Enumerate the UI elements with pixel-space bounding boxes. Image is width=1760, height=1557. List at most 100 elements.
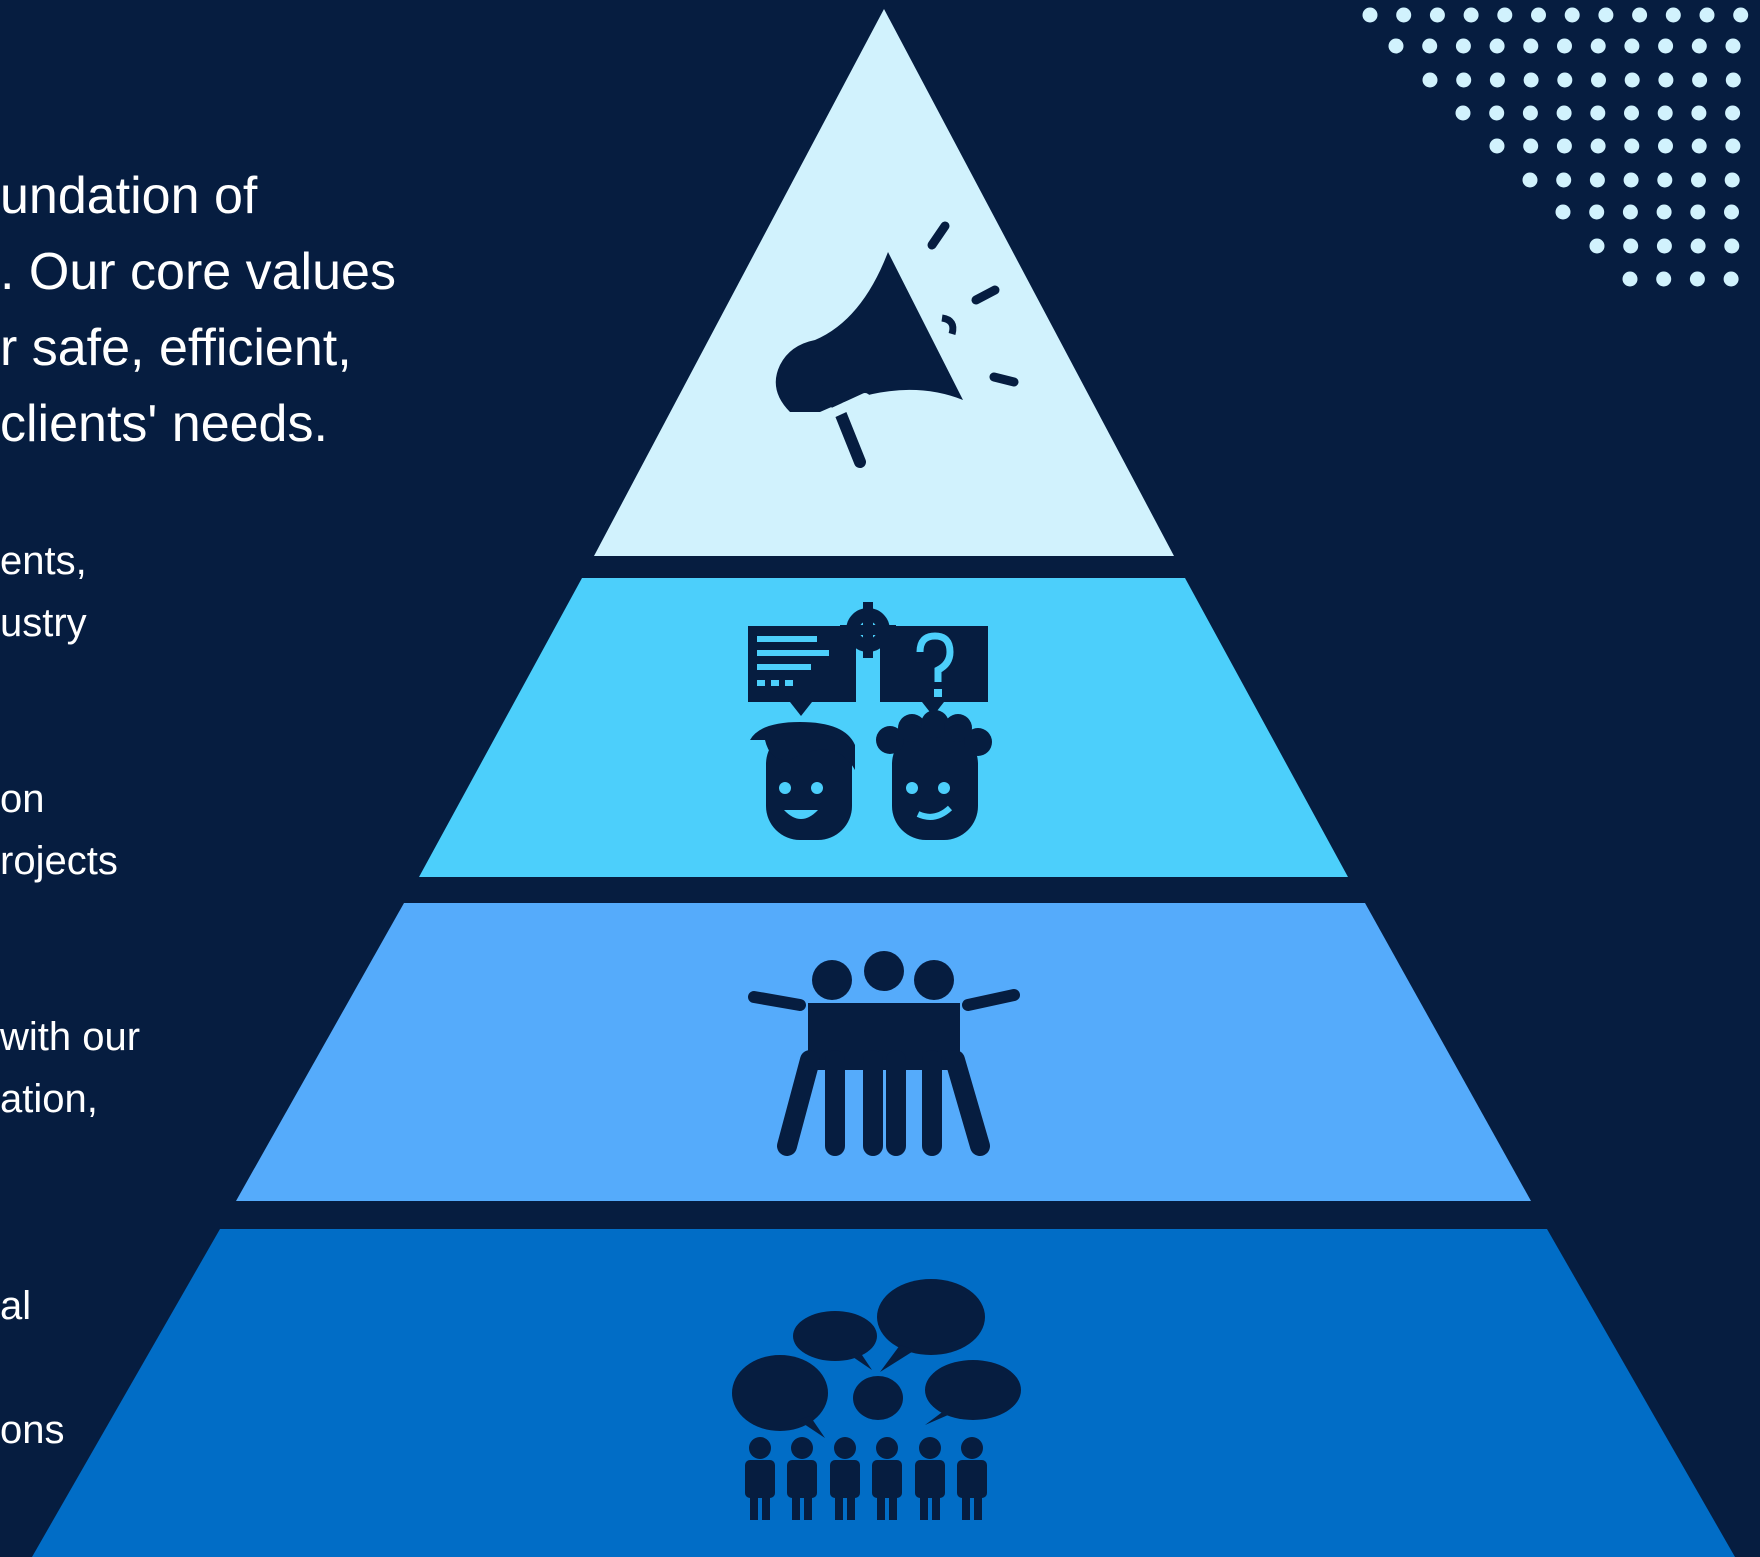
decorative-dot: [1589, 238, 1605, 254]
decorative-dot: [1589, 204, 1605, 220]
tier-line: ation,: [0, 1077, 98, 1121]
decorative-dot: [1624, 72, 1640, 88]
decorative-dot: [1724, 238, 1740, 254]
decorative-dot: [1657, 105, 1673, 121]
decorative-dot: [1422, 38, 1438, 54]
decorative-dot: [1590, 138, 1606, 154]
decorative-dot: [1589, 172, 1605, 188]
decorative-dot: [1590, 105, 1606, 121]
decorative-dot: [1690, 238, 1706, 254]
decorative-dot: [1692, 72, 1708, 88]
decorative-dot: [1556, 172, 1572, 188]
decorative-dot: [1656, 238, 1672, 254]
tier-2-text: on rojects: [0, 768, 118, 892]
person-figure: [745, 1437, 775, 1520]
decorative-dot: [1455, 105, 1471, 121]
decorative-dot: [1556, 138, 1572, 154]
decorative-dot: [1556, 105, 1572, 121]
intro-text: undation of . Our core values r safe, ef…: [0, 158, 396, 462]
tier-line: ons: [0, 1408, 65, 1452]
decorative-dot: [1598, 7, 1614, 23]
megaphone-icon: [775, 221, 1019, 468]
decorative-dot: [1624, 105, 1639, 121]
tier-line: al: [0, 1284, 32, 1328]
decorative-dot: [1557, 38, 1572, 54]
intro-line: . Our core values: [0, 243, 396, 301]
person-figure: [957, 1437, 987, 1520]
tier-1-text: ents, ustry: [0, 530, 87, 654]
tier-line: with our: [0, 1015, 141, 1059]
intro-line: r safe, efficient,: [0, 319, 352, 377]
decorative-dot: [1522, 105, 1538, 121]
decorative-dot: [1489, 138, 1505, 154]
decorative-dot: [1523, 38, 1539, 54]
decorative-dot: [1557, 72, 1573, 88]
decorative-dot: [1523, 138, 1539, 154]
decorative-dot: [1429, 7, 1445, 23]
decorative-dot: [1531, 7, 1546, 23]
person-figure: [830, 1437, 860, 1520]
decorative-dot: [1691, 38, 1707, 54]
decorative-dot: [1489, 38, 1505, 54]
decorative-dot: [1591, 72, 1606, 88]
decorative-dot: [1658, 38, 1674, 54]
decorative-dot: [1523, 72, 1539, 88]
tier-line: ents,: [0, 539, 87, 583]
decorative-dot: [1623, 172, 1639, 188]
tier-line: rojects: [0, 839, 118, 883]
decorative-dot: [1362, 7, 1378, 23]
decorative-dot: [1733, 7, 1749, 23]
decorative-dot: [1388, 38, 1404, 54]
decorative-dot: [1624, 138, 1640, 154]
pyramid-tier-2: [419, 578, 1348, 877]
decorative-dot: [1489, 105, 1505, 121]
decorative-dot: [1689, 271, 1705, 287]
decorative-dot: [1463, 7, 1479, 23]
person-figure: [787, 1437, 817, 1520]
decorative-dot: [1657, 172, 1673, 188]
tier-4-text: al ons: [0, 1244, 65, 1492]
decorative-dot: [1622, 271, 1638, 287]
decorative-dot: [1590, 38, 1606, 54]
decorative-dot: [1724, 172, 1740, 188]
tier-line: ustry: [0, 601, 87, 645]
decorative-dot: [1699, 7, 1715, 23]
decorative-dot: [1632, 7, 1648, 23]
decorative-dot: [1396, 7, 1412, 23]
decorative-dot: [1455, 38, 1471, 54]
decorative-dot: [1564, 7, 1580, 23]
decorative-dot: [1725, 38, 1741, 54]
decorative-dot: [1691, 105, 1707, 121]
decorative-dot: [1497, 7, 1513, 23]
decorative-dot: [1489, 72, 1505, 88]
decorative-dot: [1522, 172, 1538, 188]
decorative-dot: [1656, 204, 1672, 220]
decorative-dot: [1691, 172, 1706, 188]
decorative-dot: [1555, 204, 1571, 220]
person-figure: [872, 1437, 902, 1520]
person-figure: [915, 1437, 945, 1520]
decorative-dot: [1456, 72, 1472, 88]
decorative-dot: [1725, 72, 1741, 88]
decorative-dot: [1691, 138, 1707, 154]
tier-3-text: with our ation,: [0, 1006, 140, 1130]
decorative-dot: [1624, 38, 1640, 54]
decorative-dot: [1656, 271, 1672, 287]
decorative-dot: [1422, 72, 1438, 88]
decorative-dot: [1690, 204, 1706, 220]
decorative-dot: [1658, 138, 1673, 154]
decorative-dot: [1724, 204, 1739, 220]
team-hug-icon: [748, 951, 1020, 1156]
intro-line: undation of: [0, 167, 258, 225]
decorative-dot: [1723, 271, 1739, 287]
tier-line: on: [0, 777, 45, 821]
dot-pattern-decoration: [1362, 7, 1749, 287]
intro-line: clients' needs.: [0, 395, 328, 453]
discussion-icon: [748, 602, 992, 840]
decorative-dot: [1725, 138, 1741, 154]
decorative-dot: [1658, 72, 1674, 88]
decorative-dot: [1725, 105, 1741, 121]
crowd-speech-icon: [732, 1279, 1021, 1520]
decorative-dot: [1665, 7, 1681, 23]
